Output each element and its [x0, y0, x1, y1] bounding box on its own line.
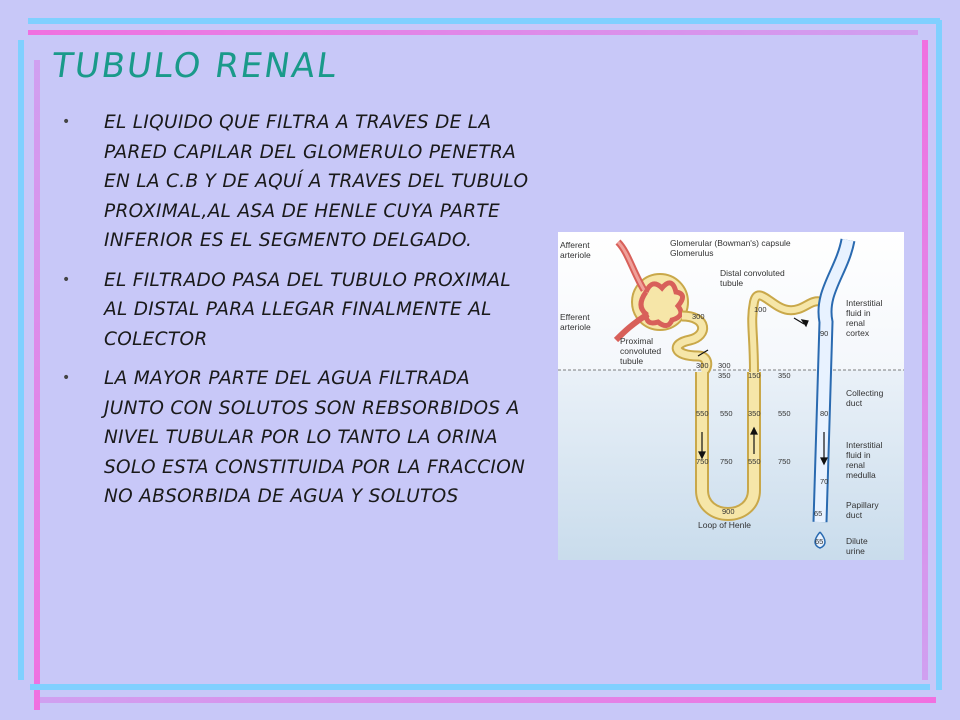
bullet-text: LA MAYOR PARTE DEL AGUA FILTRADA JUNTO C…: [104, 368, 526, 507]
value-300: 300: [696, 361, 709, 370]
medulla-region: [558, 370, 904, 560]
right-cyan-bar: [936, 20, 942, 690]
bullet-item: • EL LIQUIDO QUE FILTRA A TRAVES DE LA PA…: [62, 108, 532, 256]
value-750: 750: [720, 457, 733, 466]
label-afferent-2: arteriole: [560, 250, 591, 260]
bottom-pink-bar: [40, 697, 936, 703]
label-loop-of-henle: Loop of Henle: [698, 520, 751, 530]
label-distal-2: tubule: [720, 278, 743, 288]
label-collecting-1: Collecting: [846, 388, 884, 398]
bullet-marker: •: [62, 271, 71, 288]
value-90: 90: [820, 329, 828, 338]
label-int-medulla-2: fluid in: [846, 450, 871, 460]
top-cyan-bar: [28, 18, 940, 24]
bullet-marker: •: [62, 114, 71, 130]
value-550: 550: [720, 409, 733, 418]
bullet-item: • EL FILTRADO PASA DEL TUBULO PROXIMAL AL…: [62, 266, 532, 355]
value-900: 900: [722, 507, 735, 516]
value-300: 300: [692, 312, 705, 321]
label-int-cortex-3: renal: [846, 318, 865, 328]
value-65: 65: [814, 509, 822, 518]
value-550: 550: [696, 409, 709, 418]
left-cyan-bar: [18, 40, 24, 680]
bullet-list: • EL LIQUIDO QUE FILTRA A TRAVES DE LA PA…: [62, 108, 532, 522]
value-70: 70: [820, 477, 828, 486]
label-dilute-2: urine: [846, 546, 865, 556]
value-100: 100: [754, 305, 767, 314]
value-350: 350: [778, 371, 791, 380]
label-papillary-2: duct: [846, 510, 863, 520]
label-afferent-1: Afferent: [560, 240, 590, 250]
label-int-cortex-4: cortex: [846, 328, 870, 338]
efferent-arteriole: [613, 311, 650, 343]
label-proximal-3: tubule: [620, 356, 643, 366]
value-750: 750: [696, 457, 709, 466]
right-pink-bar: [922, 40, 928, 680]
label-int-medulla-3: renal: [846, 460, 865, 470]
label-capsule: Glomerular (Bowman's) capsule: [670, 238, 791, 248]
label-efferent-2: arteriole: [560, 322, 591, 332]
value-65: 65: [815, 537, 823, 546]
slide-title: TUBULO RENAL: [49, 46, 341, 86]
nephron-svg: Afferent arteriole Efferent arteriole Gl…: [558, 232, 904, 560]
label-int-medulla-1: Interstitial: [846, 440, 882, 450]
label-proximal-1: Proximal: [620, 336, 653, 346]
label-papillary-1: Papillary: [846, 500, 879, 510]
label-int-cortex-1: Interstitial: [846, 298, 882, 308]
top-pink-bar: [28, 30, 918, 35]
bullet-item: • LA MAYOR PARTE DEL AGUA FILTRADA JUNTO …: [62, 364, 532, 512]
value-750: 750: [778, 457, 791, 466]
value-300: 300: [718, 361, 731, 370]
bullet-text: EL FILTRADO PASA DEL TUBULO PROXIMAL AL …: [104, 269, 511, 350]
value-350: 350: [748, 409, 761, 418]
bullet-marker: •: [62, 370, 71, 386]
label-glomerulus: Glomerulus: [670, 248, 713, 258]
urine-drop: [814, 531, 826, 549]
label-int-cortex-2: fluid in: [846, 308, 871, 318]
label-distal-1: Distal convoluted: [720, 268, 785, 278]
label-proximal-2: convoluted: [620, 346, 661, 356]
label-int-medulla-4: medulla: [846, 470, 876, 480]
label-dilute-1: Dilute: [846, 536, 868, 546]
value-80: 80: [820, 409, 828, 418]
value-550: 550: [748, 457, 761, 466]
flow-arrows: [697, 317, 828, 466]
label-collecting-2: duct: [846, 398, 863, 408]
value-150: 150: [748, 371, 761, 380]
bullet-text: EL LIQUIDO QUE FILTRA A TRAVES DE LA PAR…: [104, 112, 529, 251]
label-efferent-1: Efferent: [560, 312, 590, 322]
nephron-diagram: Afferent arteriole Efferent arteriole Gl…: [558, 232, 904, 560]
bottom-cyan-bar: [30, 684, 930, 690]
left-violet-bar: [34, 60, 40, 710]
value-350: 350: [718, 371, 731, 380]
value-550: 550: [778, 409, 791, 418]
